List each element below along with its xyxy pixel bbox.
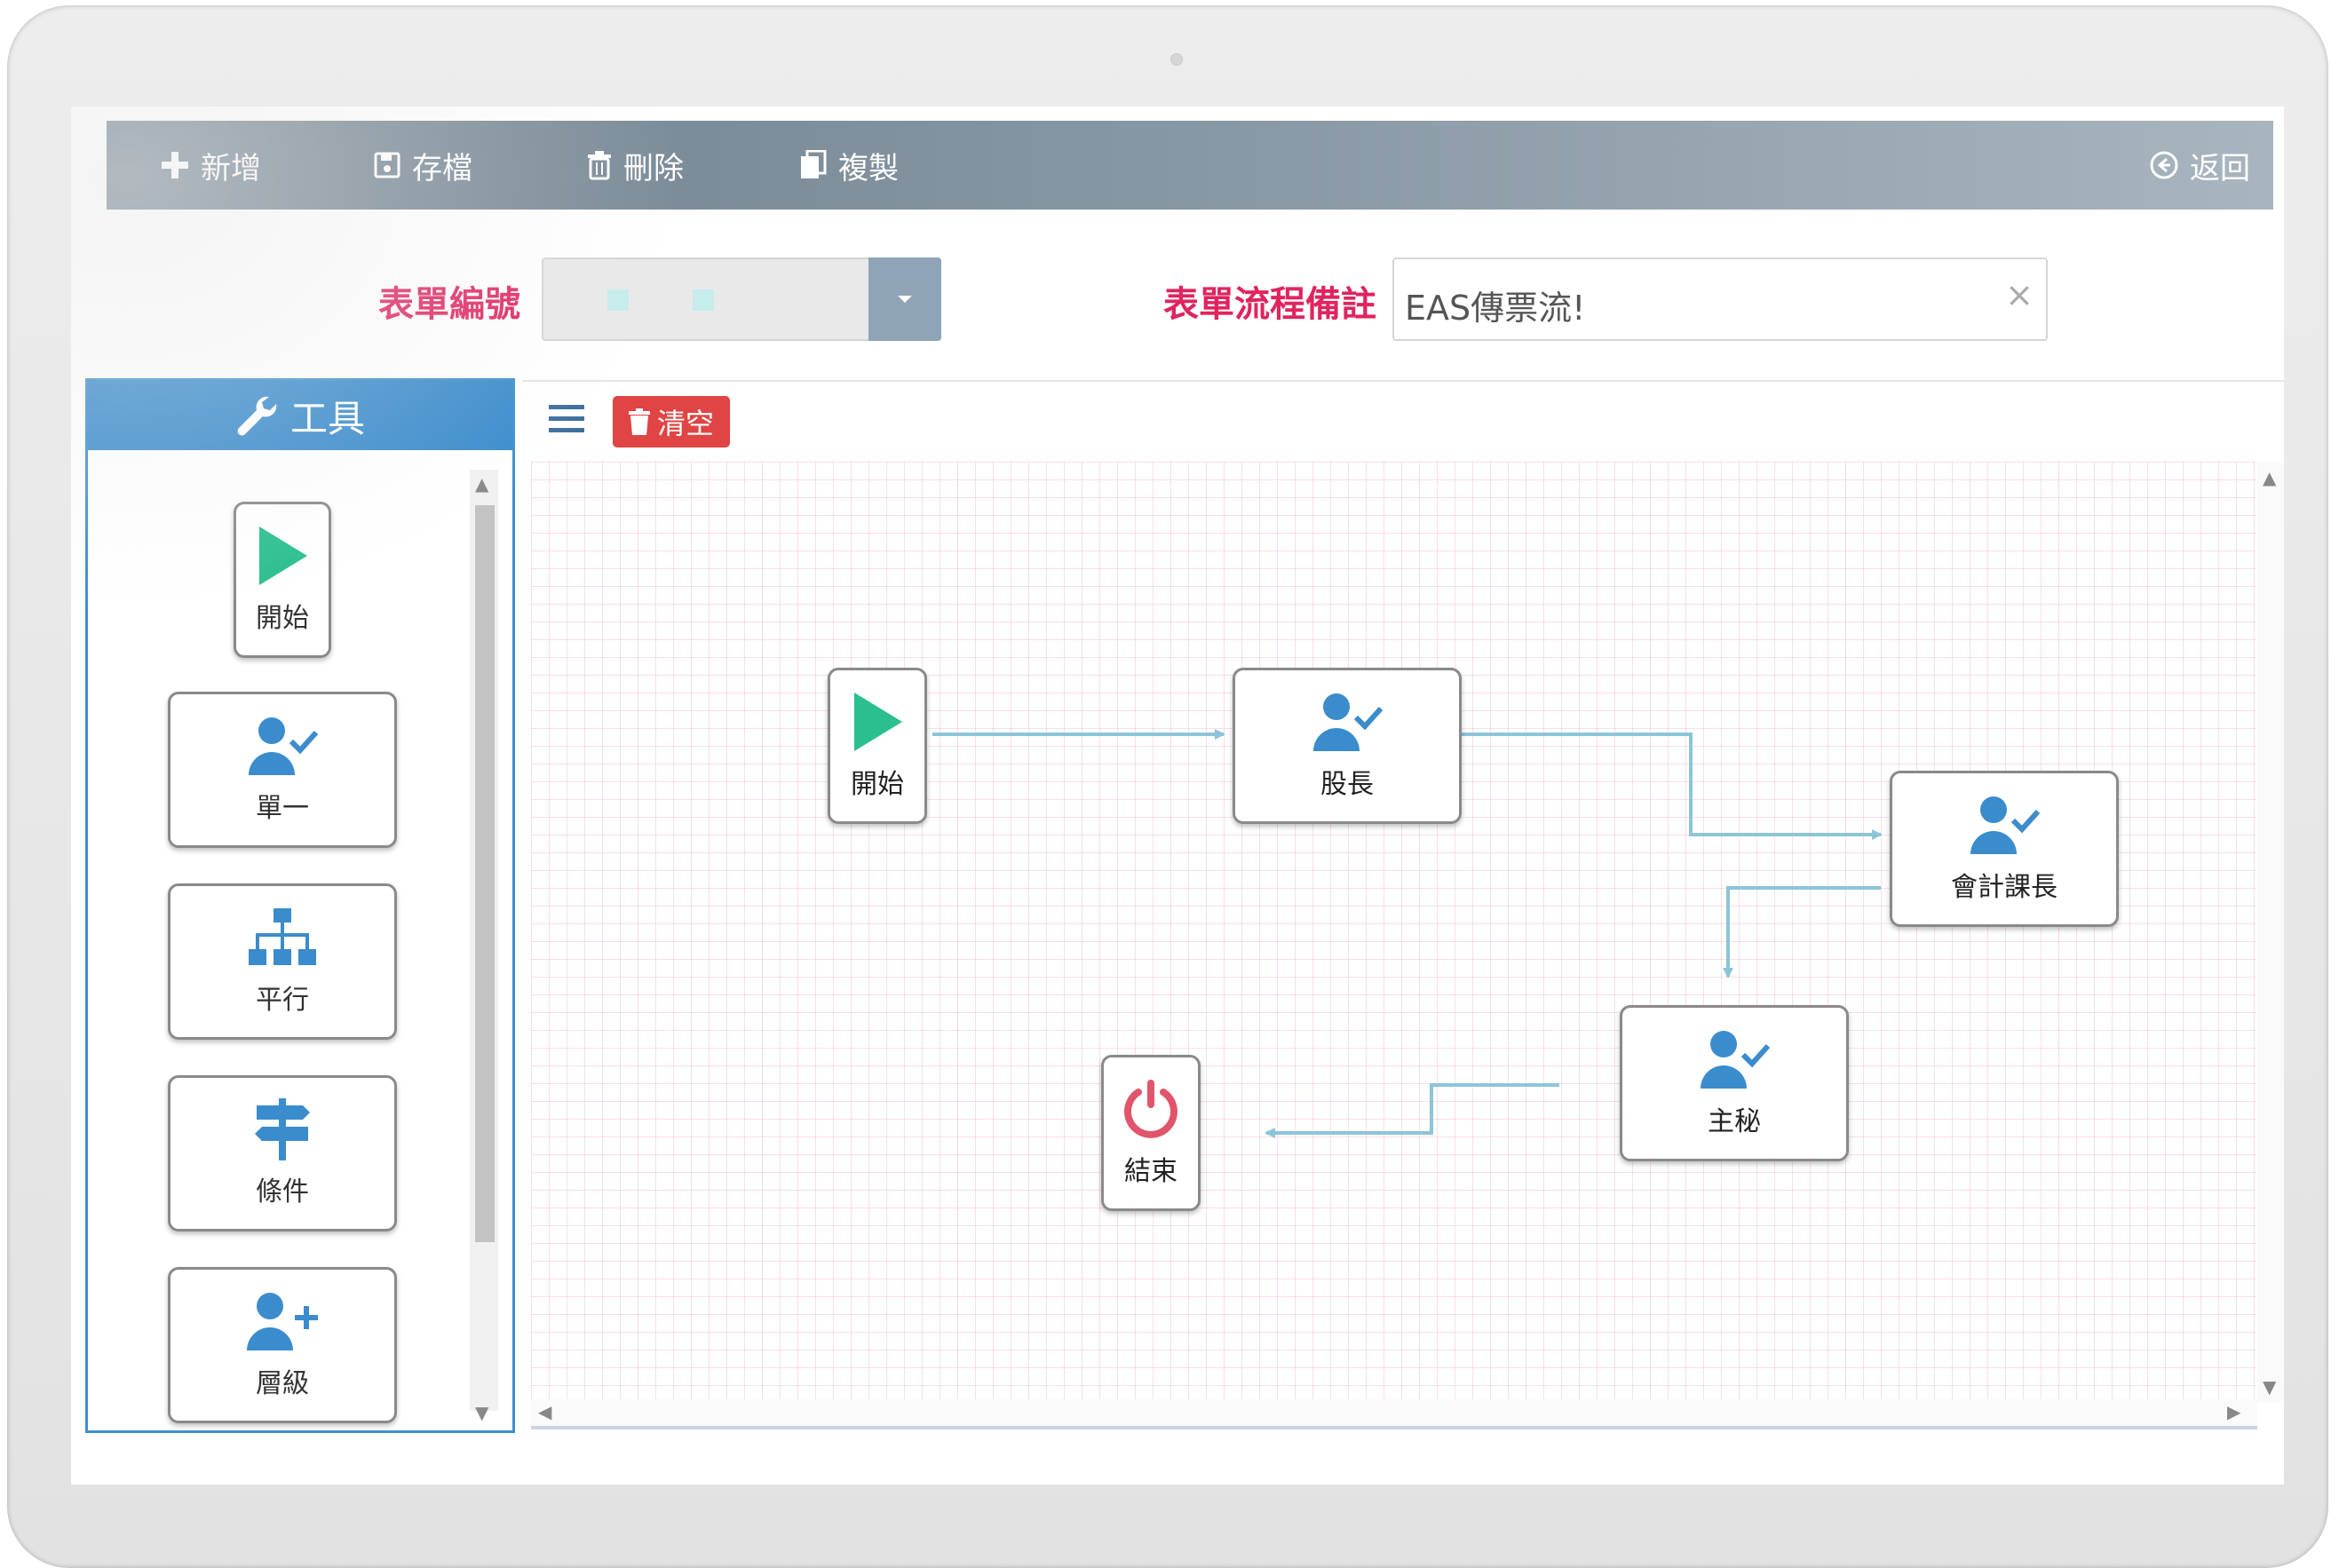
scroll-up-arrow-icon[interactable]: ▲ <box>475 473 489 495</box>
wrench-icon <box>237 396 277 436</box>
add-button[interactable]: 新增 <box>160 121 261 210</box>
canvas-toolbar: 清空 <box>522 380 2284 458</box>
caret-down-icon <box>898 296 912 303</box>
scroll-down-arrow-icon[interactable]: ▼ <box>2263 1376 2277 1398</box>
edge-secretary-to-end <box>1265 1083 1559 1138</box>
plus-icon <box>162 152 188 178</box>
user-check-icon <box>1970 796 2040 854</box>
tool-item-label: 層級 <box>256 1368 309 1399</box>
dropdown-arrow-button[interactable] <box>868 257 941 341</box>
scroll-left-arrow-icon[interactable]: ◀ <box>538 1401 552 1422</box>
tool-item-condition[interactable]: 條件 <box>168 1075 397 1231</box>
add-label: 新增 <box>201 150 261 186</box>
clear-button[interactable]: 清空 <box>613 396 730 447</box>
play-icon <box>854 693 902 751</box>
canvas-vertical-scrollbar[interactable]: ▲ ▼ <box>2257 462 2284 1403</box>
user-check-icon <box>1313 693 1383 751</box>
flow-node-label: 主秘 <box>1708 1106 1761 1137</box>
edge-accounting-to-secretary <box>1723 886 1881 978</box>
tool-panel: 工具 開始 單一 平行 條件 層級 <box>85 378 515 1433</box>
tool-item-label: 開始 <box>256 603 309 634</box>
save-label: 存檔 <box>412 150 472 186</box>
remark-value: EAS傳票流! <box>1405 289 1586 328</box>
flow-node-end[interactable]: 結束 <box>1101 1055 1201 1211</box>
placeholder-block <box>693 289 714 311</box>
clear-label: 清空 <box>656 407 714 440</box>
tool-item-label: 平行 <box>256 985 309 1016</box>
flow-node-secretary[interactable]: 主秘 <box>1620 1005 1849 1161</box>
back-button[interactable]: 返回 <box>2149 121 2250 210</box>
flow-node-section-chief[interactable]: 股長 <box>1233 668 1462 824</box>
scroll-down-arrow-icon[interactable]: ▼ <box>475 1402 489 1423</box>
top-toolbar: 新增 存檔 刪除 複製 返回 <box>107 121 2273 210</box>
flow-node-label: 會計課長 <box>1951 872 2058 903</box>
back-label: 返回 <box>2190 150 2250 186</box>
tool-item-label: 單一 <box>256 793 309 824</box>
delete-button[interactable]: 刪除 <box>586 121 684 210</box>
tool-panel-header: 工具 <box>88 381 512 450</box>
delete-label: 刪除 <box>623 150 684 186</box>
trash-icon <box>628 408 650 435</box>
flow-canvas-grid[interactable]: 開始 股長 會計課長 主秘 結束 <box>531 462 2256 1403</box>
org-chart-icon <box>249 908 316 965</box>
flow-node-label: 結束 <box>1124 1156 1177 1187</box>
scroll-right-arrow-icon[interactable]: ▶ <box>2227 1401 2241 1422</box>
camera-dot <box>1170 53 1183 66</box>
copy-icon <box>801 150 827 178</box>
tool-item-single[interactable]: 單一 <box>168 692 397 848</box>
flow-node-label: 開始 <box>851 769 904 800</box>
laptop-frame: 新增 存檔 刪除 複製 返回 表單編號 <box>7 5 2328 1568</box>
user-check-icon <box>249 717 318 775</box>
remark-input[interactable]: EAS傳票流! × <box>1392 257 2048 341</box>
flow-edges <box>932 729 1883 1138</box>
play-icon <box>259 527 307 585</box>
floppy-icon <box>374 152 400 178</box>
signpost-icon <box>255 1098 310 1160</box>
copy-label: 複製 <box>838 150 899 186</box>
edge-section-chief-to-accounting <box>1440 733 1883 840</box>
tool-header-label: 工具 <box>289 396 365 440</box>
flow-node-accounting-chief[interactable]: 會計課長 <box>1890 771 2119 927</box>
tool-item-start[interactable]: 開始 <box>234 502 331 658</box>
power-icon <box>1124 1080 1177 1138</box>
save-button[interactable]: 存檔 <box>373 121 472 210</box>
screen: 新增 存檔 刪除 複製 返回 表單編號 <box>71 107 2284 1485</box>
back-circle-icon <box>2150 151 2178 179</box>
flow-node-label: 股長 <box>1320 769 1374 800</box>
user-plus-icon <box>247 1293 318 1350</box>
tool-item-parallel[interactable]: 平行 <box>168 883 397 1040</box>
form-no-label: 表單編號 <box>378 284 520 325</box>
tool-item-level[interactable]: 層級 <box>168 1267 397 1423</box>
remark-label: 表單流程備註 <box>1163 284 1376 325</box>
canvas-horizontal-scrollbar[interactable]: ◀ ▶ <box>531 1399 2257 1429</box>
flow-node-start[interactable]: 開始 <box>828 668 927 824</box>
trash-icon <box>588 151 611 180</box>
tool-scrollbar-thumb[interactable] <box>475 505 495 1242</box>
hamburger-icon[interactable] <box>549 403 584 435</box>
placeholder-block <box>607 289 629 311</box>
scroll-up-arrow-icon[interactable]: ▲ <box>2263 467 2277 488</box>
tool-item-label: 條件 <box>256 1176 309 1208</box>
form-no-select[interactable] <box>542 257 941 341</box>
canvas-panel: 清空 開始 <box>522 380 2284 1437</box>
clear-input-icon[interactable]: × <box>2005 275 2034 314</box>
user-check-icon <box>1701 1031 1770 1089</box>
copy-button[interactable]: 複製 <box>799 121 899 210</box>
